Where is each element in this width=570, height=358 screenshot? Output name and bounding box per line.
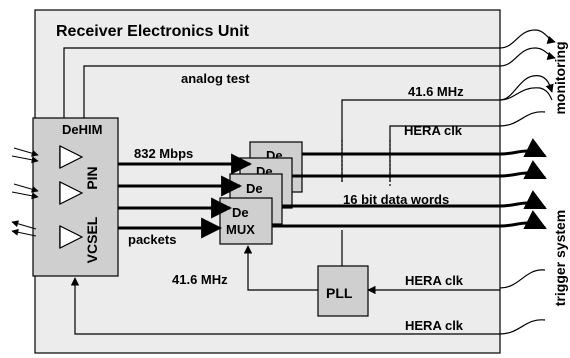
demux-stack-3-label: De <box>246 181 263 196</box>
pll-label: PLL <box>326 285 353 301</box>
monitoring-curves <box>499 29 556 101</box>
photodiode-1 <box>59 145 84 169</box>
monitoring-output-label: monitoring <box>552 41 568 114</box>
monitoring-line-1 <box>63 47 500 118</box>
data-rate-label: 832 Mbps <box>134 146 193 161</box>
dehim-label: DeHIM <box>62 122 102 137</box>
trigger-output-label: trigger system <box>552 210 568 306</box>
demux-front-label-top: De <box>232 205 249 220</box>
vcsel-label: VCSEL <box>84 216 100 263</box>
hera-clk-bottom-line <box>70 277 500 335</box>
monitoring-line-2 <box>83 65 500 118</box>
trigger-curves <box>499 138 547 230</box>
hera-clk-bottom-label: HERA clk <box>405 318 464 333</box>
freq-bottom-label: 41.6 MHz <box>172 272 228 287</box>
freq-top-label: 41.6 MHz <box>408 84 464 99</box>
clock-input-curves <box>499 87 553 335</box>
pll-to-demux-line <box>243 245 318 291</box>
outgoing-light-arrows <box>11 220 37 237</box>
hera-clk-pll-label: HERA clk <box>405 273 464 288</box>
vcsel-emitter <box>59 225 84 249</box>
hera-clk-top-line <box>389 125 500 182</box>
unit-title: Receiver Electronics Unit <box>56 23 250 40</box>
packets-label: packets <box>128 232 176 247</box>
data-words-label: 16 bit data words <box>343 192 449 207</box>
demux-front-label-bottom: MUX <box>226 222 255 237</box>
hera-clk-top-label: HERA clk <box>404 123 463 138</box>
pin-label: PIN <box>84 166 100 189</box>
photodiode-2 <box>59 181 84 205</box>
analog-test-label: analog test <box>181 71 250 86</box>
incoming-light-arrows <box>11 147 39 200</box>
dehim-module <box>32 117 119 277</box>
